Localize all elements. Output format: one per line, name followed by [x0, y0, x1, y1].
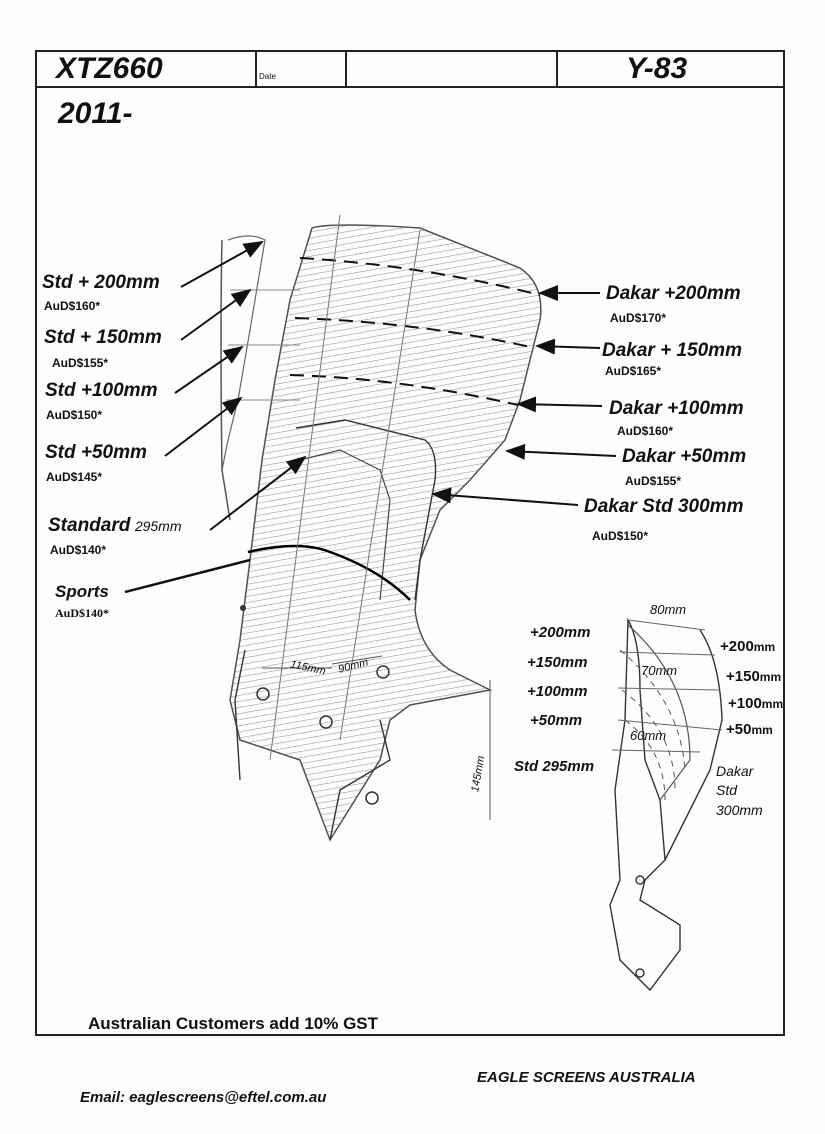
option-dakar-100-price: AuD$160*: [617, 424, 674, 438]
side-right-150: +150mm: [726, 668, 781, 686]
option-std-150-label: Std + 150mm: [44, 327, 162, 348]
option-dakar-150-price: AuD$165*: [605, 364, 662, 378]
option-standard: Standard 295mm: [48, 515, 182, 537]
option-dakar-200-label: Dakar +200mm: [606, 283, 741, 304]
side-right-200-value: +200: [720, 638, 754, 655]
model-year: 2011-: [58, 97, 133, 130]
option-dakar-std-price: AuD$150*: [592, 529, 649, 543]
side-left-150: +150mm: [527, 654, 588, 671]
side-right-150-unit: mm: [759, 670, 782, 684]
header-row: [35, 50, 785, 88]
side-right-100-unit: mm: [761, 697, 784, 711]
side-right-200-unit: mm: [753, 640, 776, 654]
side-left-100: +100mm: [527, 683, 588, 700]
option-std-100-price: AuD$150*: [46, 408, 103, 422]
drawing-frame: [35, 50, 785, 1036]
option-std-150-price: AuD$155*: [52, 356, 109, 370]
gst-note: Australian Customers add 10% GST: [88, 1014, 379, 1033]
side-left-std: Std 295mm: [514, 758, 595, 775]
header-divider: [255, 50, 257, 88]
side-right-100-value: +100: [728, 695, 762, 712]
option-sports-label: Sports: [55, 582, 109, 601]
side-width-60: 60mm: [630, 728, 667, 743]
side-right-50-value: +50: [726, 721, 752, 738]
date-label: Date: [259, 72, 276, 81]
option-dakar-50-price: AuD$155*: [625, 474, 682, 488]
side-right-200: +200mm: [720, 638, 775, 656]
option-dakar-50-label: Dakar +50mm: [622, 446, 747, 467]
option-standard-price: AuD$140*: [50, 543, 107, 557]
option-std-200-label: Std + 200mm: [42, 272, 160, 293]
model-name: XTZ660: [56, 52, 163, 85]
side-width-70: 70mm: [641, 663, 678, 678]
option-std-50-price: AuD$145*: [46, 470, 103, 484]
option-sports-price: AuD$140*: [55, 606, 110, 620]
side-left-50: +50mm: [530, 712, 583, 729]
option-dakar-200-price: AuD$170*: [610, 311, 667, 325]
option-standard-label: Standard: [48, 515, 131, 536]
option-dakar-std-label: Dakar Std 300mm: [584, 496, 744, 517]
company-name: EAGLE SCREENS AUSTRALIA: [477, 1069, 696, 1086]
side-dakar-note-2: Std: [716, 782, 738, 798]
header-divider: [345, 50, 347, 88]
side-right-50-unit: mm: [751, 723, 773, 737]
option-std-50-label: Std +50mm: [45, 442, 147, 463]
contact-email: Email: eaglescreens@eftel.com.au: [80, 1089, 327, 1106]
drawing-code: Y-83: [626, 52, 688, 85]
option-dakar-150-label: Dakar + 150mm: [602, 340, 742, 361]
side-right-50: +50mm: [726, 721, 773, 739]
side-dakar-note-1: Dakar: [716, 763, 754, 779]
option-std-200-price: AuD$160*: [44, 299, 101, 313]
side-left-200: +200mm: [530, 624, 591, 641]
side-right-150-value: +150: [726, 668, 760, 685]
side-dakar-note-3: 300mm: [716, 802, 763, 818]
option-standard-size: 295mm: [134, 518, 182, 534]
header-divider: [556, 50, 558, 88]
option-std-100-label: Std +100mm: [45, 380, 158, 401]
side-width-80: 80mm: [650, 602, 687, 617]
option-dakar-100-label: Dakar +100mm: [609, 398, 744, 419]
side-right-100: +100mm: [728, 695, 783, 713]
